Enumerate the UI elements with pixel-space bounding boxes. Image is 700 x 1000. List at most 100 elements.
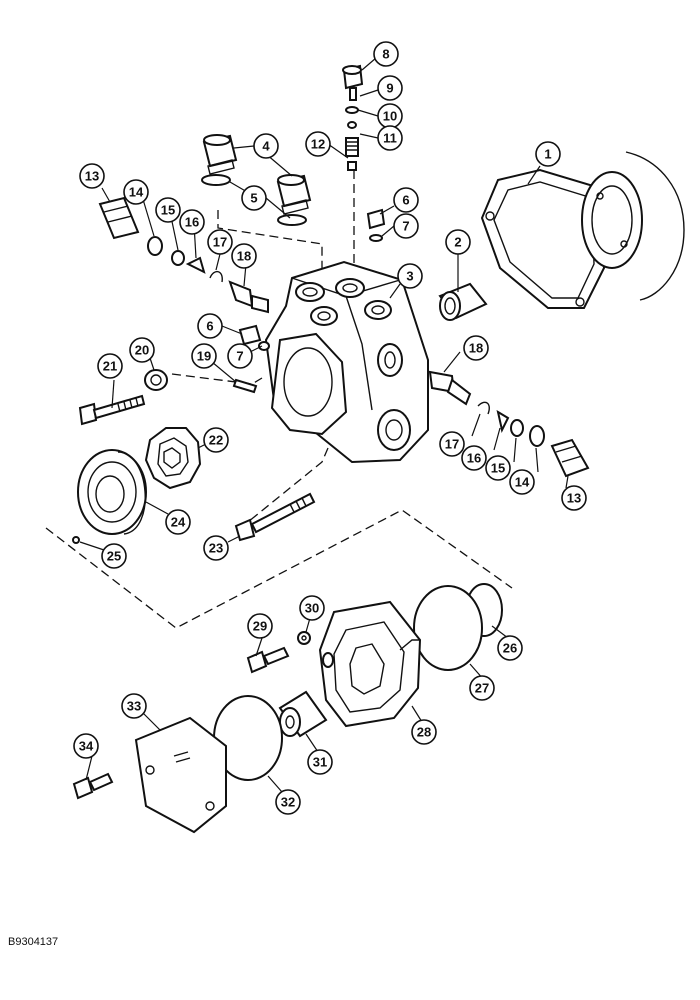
callout-18-left: 18 [231, 243, 257, 269]
callout-15-left: 15 [155, 197, 181, 223]
svg-text:28: 28 [417, 725, 431, 740]
svg-text:33: 33 [127, 699, 141, 714]
callout-25: 25 [101, 543, 127, 569]
callout-34: 34 [73, 733, 99, 759]
callout-13-right: 13 [561, 485, 587, 511]
svg-text:8: 8 [382, 47, 389, 62]
callout-5: 5 [241, 185, 267, 211]
callout-27: 27 [469, 675, 495, 701]
callout-3: 3 [397, 263, 423, 289]
cartridge-valve-right-part [428, 370, 590, 478]
callout-29: 29 [247, 613, 273, 639]
svg-text:34: 34 [79, 739, 94, 754]
large-plug-upper-part [202, 134, 238, 175]
svg-text:23: 23 [209, 541, 223, 556]
long-bolt-upper-part [78, 394, 146, 426]
alignment-lines [45, 170, 513, 629]
callout-30: 30 [299, 595, 325, 621]
svg-text:24: 24 [171, 515, 186, 530]
callout-2: 2 [445, 229, 471, 255]
svg-text:16: 16 [185, 215, 199, 230]
long-bolt-lower-part [234, 492, 316, 542]
callout-1: 1 [535, 141, 561, 167]
svg-text:6: 6 [206, 319, 213, 334]
svg-text:5: 5 [250, 191, 257, 206]
cap-bolt-part [246, 646, 290, 674]
callout-8: 8 [373, 41, 399, 67]
svg-text:10: 10 [383, 109, 397, 124]
callout-14-right: 14 [509, 469, 535, 495]
svg-text:29: 29 [253, 619, 267, 634]
small-plug-side-part [238, 324, 270, 351]
svg-text:17: 17 [213, 235, 227, 250]
callout-28: 28 [411, 719, 437, 745]
dowel-pin-part [232, 378, 258, 394]
callout-19: 19 [191, 343, 217, 369]
svg-text:19: 19 [197, 349, 211, 364]
svg-text:20: 20 [135, 343, 149, 358]
callout-15-right: 15 [485, 455, 511, 481]
callout-31: 31 [307, 749, 333, 775]
svg-text:27: 27 [475, 681, 489, 696]
svg-text:2: 2 [454, 235, 461, 250]
callout-11: 11 [377, 125, 403, 151]
svg-text:21: 21 [103, 359, 117, 374]
gerotor-part [144, 427, 202, 490]
callout-20: 20 [129, 337, 155, 363]
bearing-ring-part [77, 449, 147, 535]
svg-text:15: 15 [161, 203, 175, 218]
svg-text:6: 6 [402, 193, 409, 208]
svg-text:15: 15 [491, 461, 505, 476]
large-o-rings-part [201, 174, 307, 226]
svg-text:9: 9 [386, 81, 393, 96]
callout-32: 32 [275, 789, 301, 815]
callout-24: 24 [165, 509, 191, 535]
callout-7-side: 7 [227, 343, 253, 369]
svg-text:22: 22 [209, 433, 223, 448]
small-plug-upper-part [366, 208, 386, 242]
filter-element-part [278, 690, 328, 738]
callout-17-right: 17 [439, 431, 465, 457]
large-plug-lower-part [276, 174, 312, 215]
callout-33: 33 [121, 693, 147, 719]
svg-text:31: 31 [313, 755, 327, 770]
valve-housing-part [264, 260, 429, 464]
svg-text:7: 7 [236, 349, 243, 364]
figure-id: B9304137 [8, 936, 59, 948]
svg-text:4: 4 [262, 139, 270, 154]
cartridge-valve-left-part [98, 196, 269, 314]
svg-text:14: 14 [515, 475, 530, 490]
relief-valve-stack-part [342, 64, 364, 171]
svg-text:7: 7 [402, 219, 409, 234]
svg-text:32: 32 [281, 795, 295, 810]
svg-text:16: 16 [467, 451, 481, 466]
callout-10: 10 [377, 103, 403, 129]
needle-bearing-part [438, 282, 488, 321]
svg-text:3: 3 [406, 269, 413, 284]
callout-16-right: 16 [461, 445, 487, 471]
svg-text:25: 25 [107, 549, 121, 564]
filter-cover-plate-part [134, 716, 227, 834]
svg-text:18: 18 [469, 341, 483, 356]
callout-6-upper: 6 [393, 187, 419, 213]
sleeve-part [144, 369, 168, 391]
callout-21: 21 [97, 353, 123, 379]
svg-text:17: 17 [445, 437, 459, 452]
svg-text:12: 12 [311, 137, 325, 152]
o-ring-large-part [413, 585, 483, 671]
check-ball-part [72, 536, 80, 544]
end-cap-housing-part [318, 600, 422, 728]
svg-text:13: 13 [567, 491, 581, 506]
callout-9: 9 [377, 75, 403, 101]
callout-18-right: 18 [463, 335, 489, 361]
short-bolt-part [72, 772, 114, 800]
svg-text:18: 18 [237, 249, 251, 264]
svg-text:30: 30 [305, 601, 319, 616]
callout-6-side: 6 [197, 313, 223, 339]
callout-22: 22 [203, 427, 229, 453]
callout-14-left: 14 [123, 179, 149, 205]
callout-13-left: 13 [79, 163, 105, 189]
callout-4: 4 [253, 133, 279, 159]
svg-text:13: 13 [85, 169, 99, 184]
